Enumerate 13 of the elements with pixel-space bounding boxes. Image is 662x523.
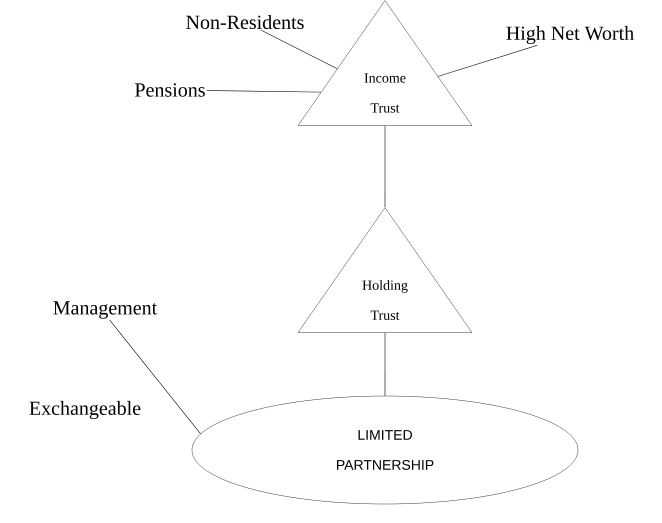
label-text: Exchangeable bbox=[30, 400, 140, 420]
label-text: Non-Residents bbox=[186, 14, 304, 30]
label-text: Management bbox=[53, 301, 158, 319]
connector-line bbox=[384, 125, 386, 208]
label-text: Pensions bbox=[135, 83, 205, 97]
connector-line bbox=[438, 45, 538, 77]
connector-line bbox=[109, 320, 201, 434]
connector-line bbox=[384, 332, 386, 396]
connector-line bbox=[260, 30, 338, 70]
label-text: High Net Worth bbox=[506, 26, 634, 44]
ellipse-node: LIMITED PARTNERSHIP bbox=[192, 396, 578, 504]
triangle-node: Holding Trust bbox=[298, 207, 472, 333]
connector-line bbox=[206, 90, 322, 92]
